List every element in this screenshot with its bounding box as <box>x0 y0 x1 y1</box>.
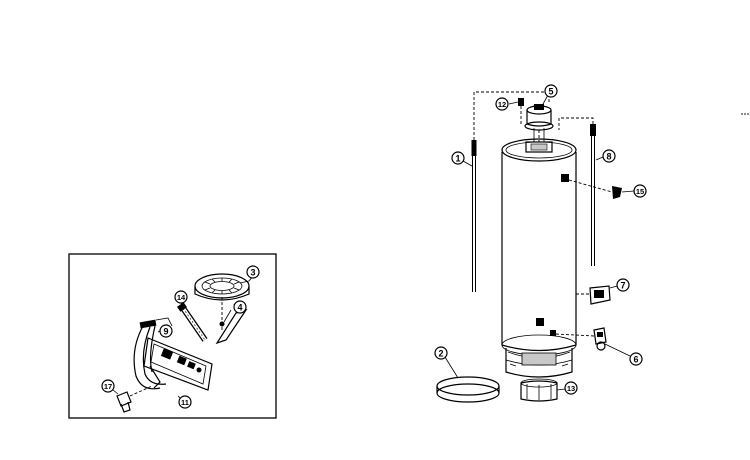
water-heater-main: 1 2 5 6 7 8 12 <box>434 84 647 403</box>
anode-rod-right <box>590 124 596 266</box>
drain-valve-6 <box>555 327 607 351</box>
callout-9: 9 <box>159 324 173 338</box>
callout-13: 13 <box>564 381 578 395</box>
feed-tubes <box>133 317 173 390</box>
callout-17: 17 <box>101 379 115 393</box>
svg-text:17: 17 <box>104 382 112 391</box>
callout-15: 15 <box>633 184 647 198</box>
svg-text:1: 1 <box>455 154 460 164</box>
manifold-door <box>143 337 213 391</box>
svg-text:8: 8 <box>606 152 611 162</box>
callout-7: 7 <box>616 278 630 292</box>
callout-2: 2 <box>434 346 448 360</box>
drain-valve <box>561 174 622 199</box>
svg-text:6: 6 <box>633 355 638 365</box>
flue-vent <box>524 104 554 142</box>
svg-text:7: 7 <box>620 281 625 291</box>
svg-text:9: 9 <box>163 327 168 337</box>
ring-gasket <box>436 376 500 403</box>
svg-text:3: 3 <box>250 268 255 278</box>
nipple-part <box>518 98 524 106</box>
svg-text:5: 5 <box>548 87 553 97</box>
svg-text:4: 4 <box>237 303 242 313</box>
svg-text:11: 11 <box>181 398 189 407</box>
burner-part <box>194 273 250 301</box>
pilot-assembly <box>177 301 208 342</box>
callout-8: 8 <box>602 149 616 163</box>
igniter <box>116 385 153 413</box>
callout-11: 11 <box>178 395 192 409</box>
dip-tube-left <box>471 140 477 292</box>
tank-body <box>501 138 577 378</box>
gas-control <box>576 285 611 305</box>
callout-3: 3 <box>246 265 260 279</box>
svg-text:13: 13 <box>567 384 575 393</box>
callout-6: 6 <box>629 352 643 366</box>
callout-14: 14 <box>174 290 188 304</box>
inset-frame <box>68 253 277 419</box>
base-pan <box>520 378 558 402</box>
callout-5: 5 <box>544 84 558 98</box>
svg-text:2: 2 <box>438 349 443 359</box>
burner-assembly-inset: 3 4 14 9 11 17 <box>68 253 277 419</box>
svg-text:15: 15 <box>636 187 644 196</box>
callout-4: 4 <box>233 300 247 314</box>
svg-text:14: 14 <box>177 293 186 302</box>
callout-12: 12 <box>495 97 509 111</box>
svg-text:12: 12 <box>498 100 506 109</box>
callout-1: 1 <box>451 151 465 165</box>
